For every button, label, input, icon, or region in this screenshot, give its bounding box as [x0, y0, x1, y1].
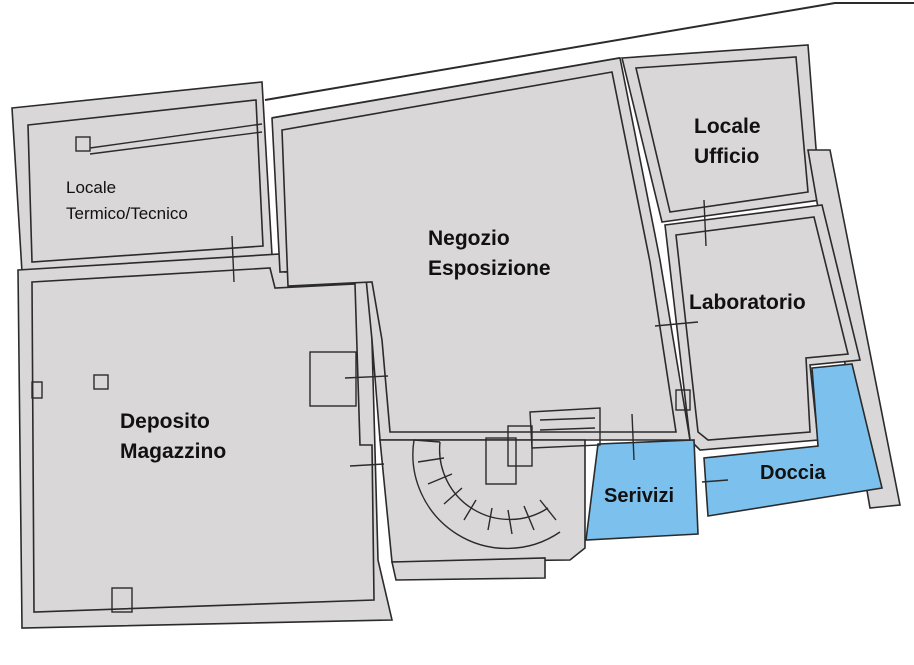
bottom-corridor	[391, 557, 546, 581]
room-locale-ufficio-inner	[635, 56, 809, 213]
room-servizi	[585, 439, 699, 541]
spiral-staircase	[412, 407, 601, 550]
room-laboratorio-inner	[675, 216, 850, 441]
label-deposito-1: Deposito	[120, 410, 210, 433]
label-locale-termico-1: Locale	[66, 178, 116, 197]
wall-niche-left	[31, 381, 43, 399]
stair-hall	[379, 439, 586, 563]
room-negozio-inner	[281, 71, 677, 433]
label-deposito-2: Magazzino	[120, 440, 226, 463]
label-laboratorio: Laboratorio	[689, 291, 806, 314]
label-locale-termico-2: Termico/Tecnico	[66, 204, 188, 223]
label-negozio-1: Negozio	[428, 227, 510, 250]
room-locale-termico-inner	[27, 99, 264, 263]
pillar-square	[93, 374, 109, 390]
label-servizi: Serivizi	[604, 485, 674, 507]
room-deposito-inner	[31, 267, 375, 613]
pillar-lab	[675, 389, 691, 411]
counter-box	[309, 351, 357, 407]
wall-niche-bottom	[111, 587, 133, 613]
label-doccia: Doccia	[760, 462, 826, 484]
chimney-square	[75, 136, 91, 152]
label-negozio-2: Esposizione	[428, 257, 551, 280]
outer-top-wall	[264, 2, 914, 101]
door-marks	[231, 199, 729, 483]
flue-pipe	[89, 123, 263, 155]
room-doccia	[703, 363, 883, 517]
label-locale-ufficio-1: Locale	[694, 115, 761, 138]
label-locale-ufficio-2: Ufficio	[694, 145, 759, 168]
